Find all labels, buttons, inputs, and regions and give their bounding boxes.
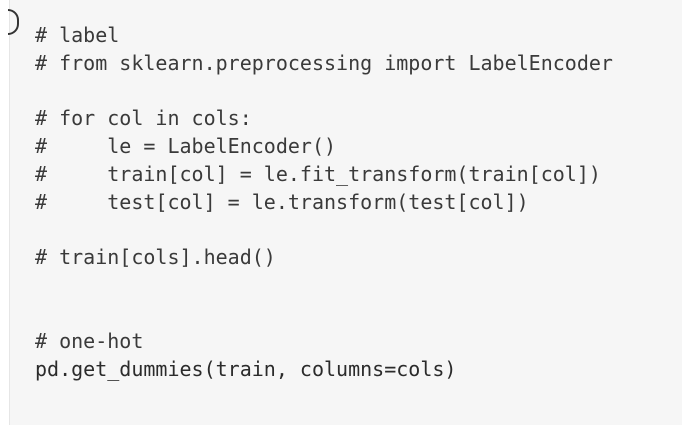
code-line: # le = LabelEncoder() — [35, 134, 337, 159]
code-line — [35, 78, 613, 106]
code-cell[interactable]: # label # from sklearn.preprocessing impo… — [8, 0, 682, 425]
code-line — [35, 217, 613, 245]
code-line — [35, 272, 613, 300]
code-line: # label — [35, 23, 120, 47]
code-line: # train[col] = le.fit_transform(train[co… — [35, 161, 601, 186]
code-line — [35, 300, 613, 328]
code-line: pd.get_dummies(train, columns=cols) — [35, 356, 457, 381]
code-line: # test[col] = le.transform(test[col]) — [35, 189, 529, 214]
cell-run-indicator-icon[interactable] — [8, 9, 19, 35]
code-line: # one-hot — [35, 328, 144, 353]
code-line: # from sklearn.preprocessing import Labe… — [35, 50, 613, 75]
code-editor[interactable]: # label # from sklearn.preprocessing impo… — [35, 22, 613, 383]
code-line: # train[cols].head() — [35, 245, 276, 270]
code-line: # for col in cols: — [35, 106, 252, 131]
